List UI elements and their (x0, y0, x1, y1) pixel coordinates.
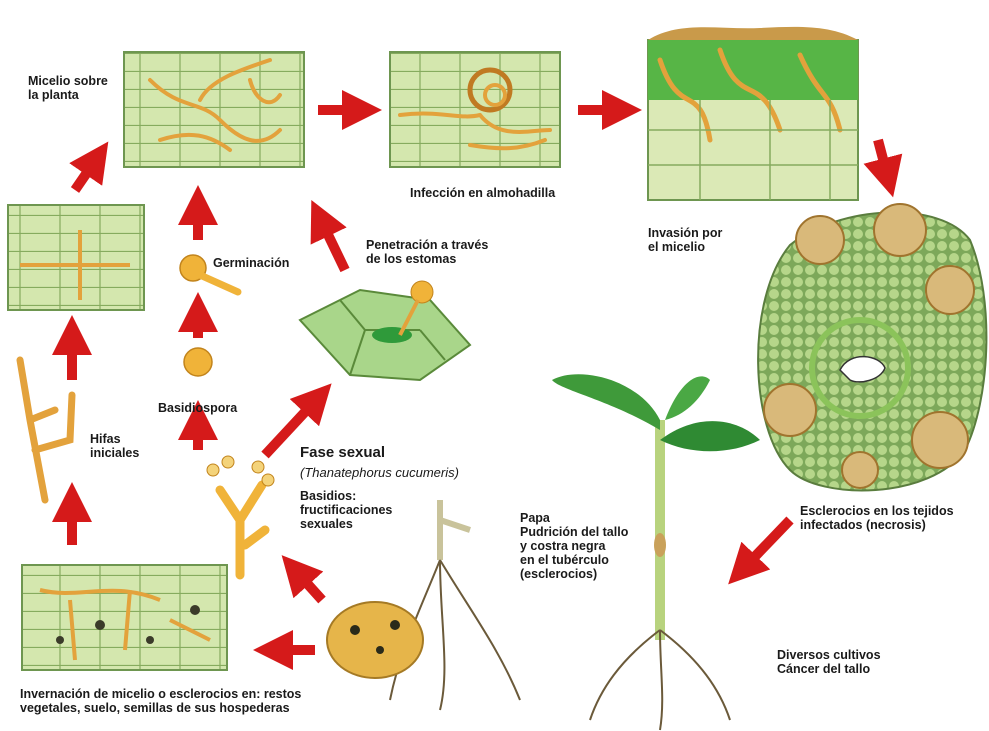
arrow-tissue-to-micelio (75, 158, 97, 190)
label-papa: Papa Pudrición del talloy costra negra e… (520, 511, 628, 581)
overwintering-tissue (22, 565, 227, 670)
mycelium-invasion-tissue (648, 27, 858, 200)
label-fase-sexual: Fase sexual (300, 446, 385, 460)
arrow-esclerocios-to-cultivos (742, 520, 790, 570)
arrow-papa-to-basidios (295, 570, 322, 600)
label-penetracion: Penetración a travésde los estomas (366, 238, 488, 266)
label-invasion: Invasión porel micelio (648, 226, 722, 254)
mycelium-on-plant-tissue (124, 52, 304, 167)
label-cultivos: Diversos cultivos Cáncer del tallo (777, 648, 881, 676)
stomata-leaf-surface (300, 281, 470, 380)
arrow-stomata-to-micelio (320, 218, 345, 270)
label-invernacion: Invernación de micelio o esclerocios en:… (20, 687, 301, 715)
label-basidios: Basidios:fructificacionessexuales (300, 489, 392, 531)
label-hifas: Hifasiniciales (90, 432, 139, 460)
basidiospore (184, 348, 212, 376)
cushion-infection-tissue (390, 52, 560, 167)
arrow-invasion-to-esclerocios (878, 140, 888, 178)
initial-hyphae (20, 360, 72, 500)
initial-tissue-block (8, 205, 144, 310)
label-infeccion: Infección en almohadilla (410, 186, 555, 200)
label-especie: (Thanatephorus cucumeris) (300, 466, 459, 480)
basidia (207, 456, 274, 575)
label-basidiospora: Basidiospora (158, 401, 237, 415)
label-micelio: Micelio sobrela planta (28, 74, 108, 102)
label-esclerocios: Esclerocios en los tejidosinfectados (ne… (800, 504, 954, 532)
potato-plant (327, 500, 520, 710)
sclerotia-cross-section (758, 204, 986, 490)
label-germinacion: Germinación (213, 256, 289, 270)
